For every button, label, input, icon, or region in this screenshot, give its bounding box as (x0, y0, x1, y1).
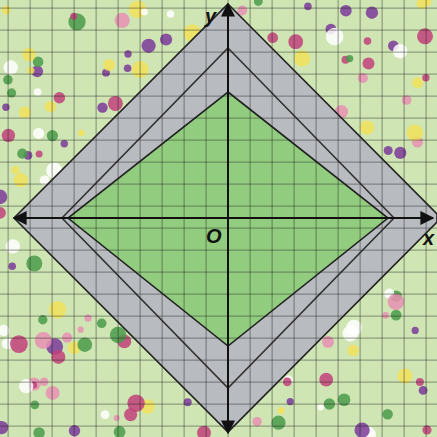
path-outer-edge (14, 4, 437, 432)
origin-label: O (206, 226, 222, 246)
x-axis (14, 217, 433, 219)
axis-label: x (423, 228, 434, 248)
y-axis (227, 4, 229, 433)
axis-label: y (205, 6, 216, 26)
